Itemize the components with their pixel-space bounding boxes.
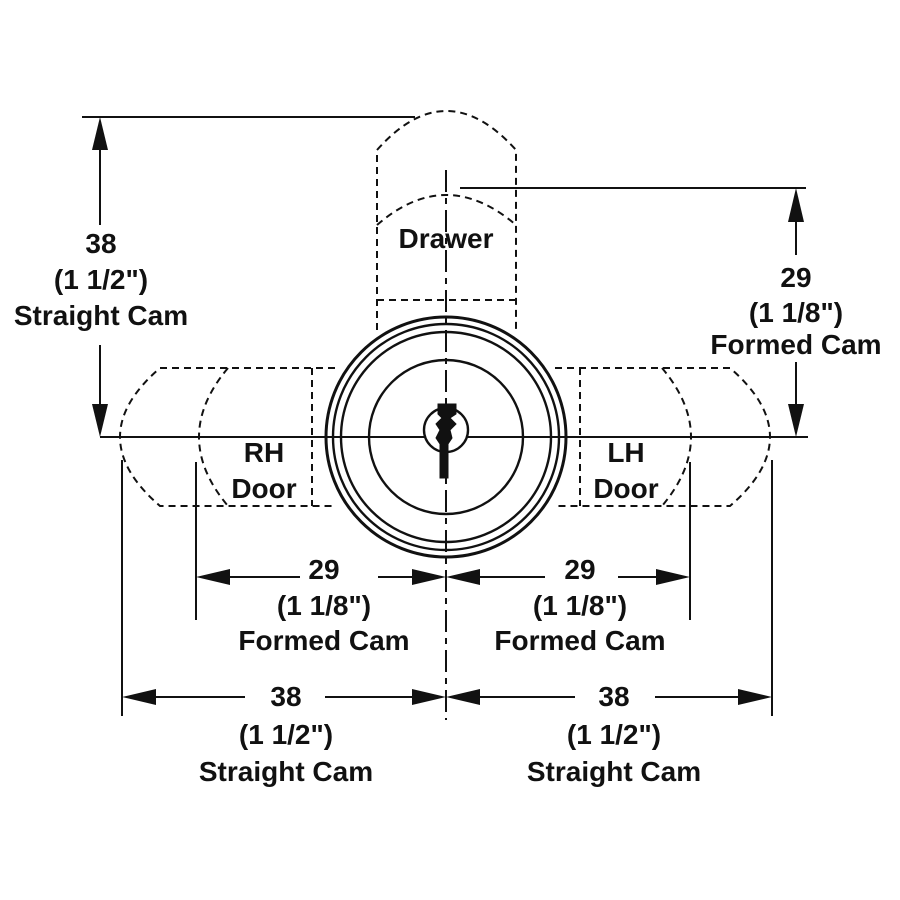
dimension-vertical-left-straight bbox=[82, 116, 415, 437]
lh-door-label-line1: LH bbox=[607, 437, 644, 468]
dim-formed-right-imperial: (1 1/8") bbox=[533, 590, 627, 621]
arrow-left bbox=[446, 689, 480, 705]
dim-vertical-left-metric: 38 bbox=[85, 228, 116, 259]
dim-vertical-right-cam: Formed Cam bbox=[710, 329, 881, 360]
extension-lines bbox=[121, 460, 773, 716]
keyway-icon bbox=[422, 403, 470, 479]
dim-formed-left-metric: 29 bbox=[308, 554, 339, 585]
dim-straight-right-imperial: (1 1/2") bbox=[567, 719, 661, 750]
arrow-left bbox=[446, 569, 480, 585]
dimension-straight-left bbox=[122, 689, 446, 705]
drawer-cam-outline bbox=[376, 110, 517, 330]
dimension-formed-left bbox=[196, 569, 446, 585]
rh-door-label-line1: RH bbox=[244, 437, 284, 468]
dim-vertical-right-imperial: (1 1/8") bbox=[749, 297, 843, 328]
arrow-up bbox=[788, 188, 804, 222]
dim-straight-left-metric: 38 bbox=[270, 681, 301, 712]
arrow-left bbox=[122, 689, 156, 705]
dimension-formed-right bbox=[446, 569, 690, 585]
drawer-label: Drawer bbox=[399, 223, 494, 254]
arrow-right bbox=[656, 569, 690, 585]
arrow-right bbox=[412, 569, 446, 585]
dimension-straight-right bbox=[446, 689, 772, 705]
rh-door-label-line2: Door bbox=[231, 473, 296, 504]
arrow-down bbox=[92, 404, 108, 437]
dim-vertical-left-cam: Straight Cam bbox=[14, 300, 188, 331]
dim-vertical-left-imperial: (1 1/2") bbox=[54, 264, 148, 295]
dim-straight-left-imperial: (1 1/2") bbox=[239, 719, 333, 750]
arrow-left bbox=[196, 569, 230, 585]
dim-straight-right-cam: Straight Cam bbox=[527, 756, 701, 787]
dim-straight-left-cam: Straight Cam bbox=[199, 756, 373, 787]
lh-door-label-line2: Door bbox=[593, 473, 658, 504]
dim-formed-left-cam: Formed Cam bbox=[238, 625, 409, 656]
arrow-right bbox=[412, 689, 446, 705]
arrow-up bbox=[92, 117, 108, 150]
dim-formed-left-imperial: (1 1/8") bbox=[277, 590, 371, 621]
dim-straight-right-metric: 38 bbox=[598, 681, 629, 712]
dimension-vertical-right-formed bbox=[460, 187, 806, 437]
arrow-right bbox=[738, 689, 772, 705]
dim-formed-right-cam: Formed Cam bbox=[494, 625, 665, 656]
dim-vertical-right-metric: 29 bbox=[780, 262, 811, 293]
arrow-down bbox=[788, 404, 804, 437]
dim-formed-right-metric: 29 bbox=[564, 554, 595, 585]
